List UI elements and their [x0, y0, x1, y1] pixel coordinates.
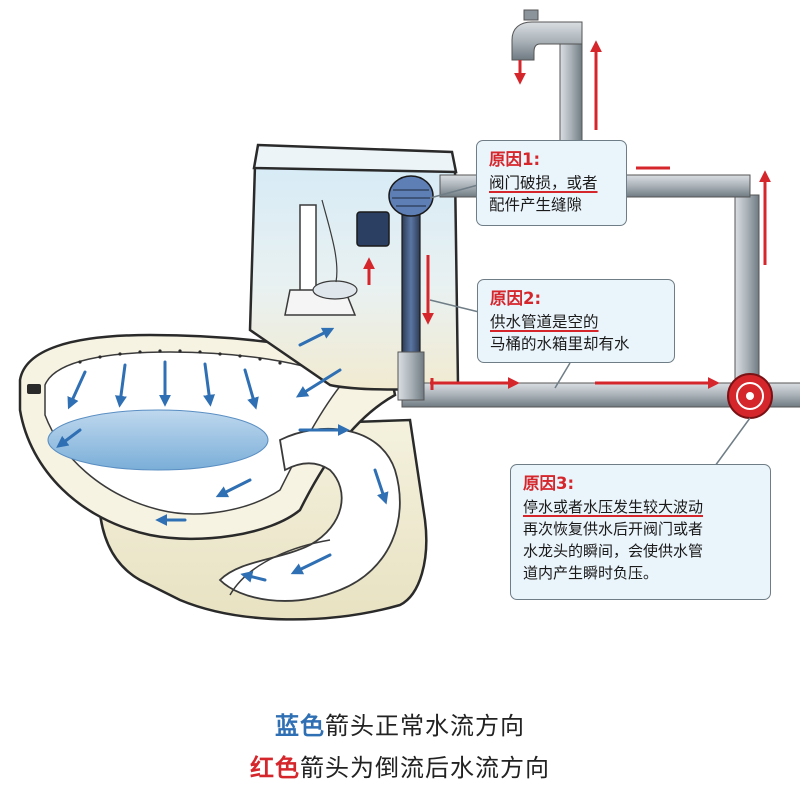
blue-arrow: [203, 362, 216, 407]
legend-red-text: 箭头为倒流后水流方向: [300, 754, 550, 782]
trapway-outlet: [229, 539, 331, 596]
callout-reason-2: 原因2: 供水管道是空的 马桶的水箱里却有水: [477, 279, 675, 363]
tank-lid: [252, 143, 458, 174]
toilet: [18, 333, 428, 621]
callout-1-title: 原因1:: [489, 150, 541, 169]
trapway: [218, 427, 401, 602]
pointer-2b: [554, 362, 571, 389]
faucet-spout: [511, 21, 583, 61]
red-flow-arrows: [422, 40, 771, 390]
fill-valve-head: [388, 175, 434, 217]
rim-holes: [78, 349, 282, 365]
blue-arrow: [56, 428, 82, 448]
callout-3-line-1: 停水或者水压发生较大波动: [523, 498, 704, 516]
pointer-1: [429, 184, 479, 199]
right-riser-pipe: [734, 194, 760, 391]
legend-blue-arrows: 蓝色箭头正常水流方向: [0, 706, 800, 741]
callout-reason-1: 原因1: 阀门破损，或者 配件产生缝隙: [476, 140, 627, 226]
callout-2-line-1: 供水管道是空的: [490, 313, 599, 331]
callout-reason-3: 原因3: 停水或者水压发生较大波动 再次恢复供水后开阀门或者 水龙头的瞬间，会使…: [510, 464, 771, 600]
faucet-handle: [523, 9, 539, 21]
callout-2-title: 原因2:: [490, 289, 542, 308]
blue-flow-arrows: [56, 327, 389, 583]
callout-3-title: 原因3:: [523, 474, 575, 493]
blue-arrow: [215, 478, 252, 498]
pointer-2: [429, 299, 480, 313]
blue-arrow: [240, 570, 267, 583]
flapper: [312, 280, 358, 300]
blue-arrow: [114, 363, 127, 408]
callout-pointers: [429, 184, 751, 467]
supply-pipe-elbow: [397, 351, 425, 401]
callout-3-line-3: 水龙头的瞬间，会使供水管: [523, 542, 704, 560]
legend-red-word: 红色: [250, 754, 300, 782]
blue-arrow: [67, 370, 87, 410]
callout-1-line-1: 阀门破损，或者: [489, 174, 598, 192]
bowl-water: [47, 409, 269, 471]
blue-arrow: [243, 368, 259, 410]
float-cup: [356, 211, 390, 247]
blue-arrow: [295, 368, 342, 398]
legend-red-arrows: 红色箭头为倒流后水流方向: [0, 748, 800, 783]
pointer-3: [714, 417, 751, 467]
legend-blue-word: 蓝色: [275, 712, 325, 740]
callout-3-line-2: 再次恢复供水后开阀门或者: [523, 520, 704, 538]
callout-3-line-4: 道内产生瞬时负压。: [523, 564, 659, 582]
blue-arrow: [373, 468, 389, 505]
callout-2-line-2: 马桶的水箱里却有水: [490, 335, 630, 353]
callout-1-line-2: 配件产生缝隙: [489, 196, 583, 214]
blue-arrow: [298, 327, 335, 347]
drain-hole: [27, 384, 41, 394]
blue-arrow: [290, 553, 332, 575]
overflow-tube: [299, 204, 317, 296]
legend-blue-text: 箭头正常水流方向: [325, 712, 525, 740]
lift-chain: [321, 199, 338, 283]
toilet-tank: [248, 143, 460, 391]
